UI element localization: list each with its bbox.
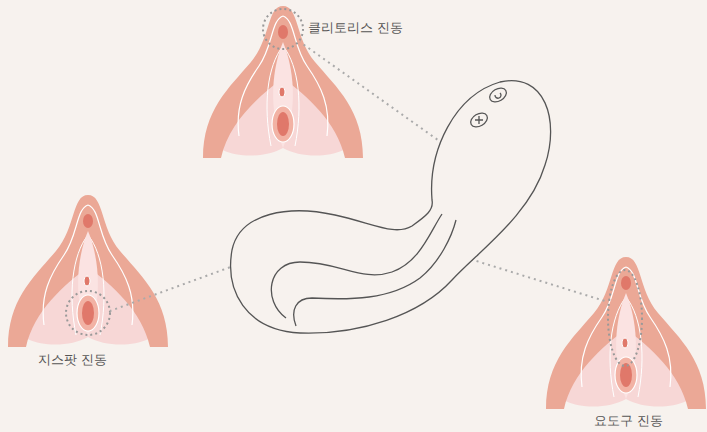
anatomy-left	[8, 195, 168, 347]
caption-label: 요도구 진동	[592, 413, 665, 429]
focus-circle	[263, 9, 303, 49]
anatomy-right	[546, 257, 706, 409]
focus-ellipse	[608, 270, 642, 366]
focus-circle	[66, 291, 110, 335]
caption-label: 클리토리스 진동	[306, 20, 405, 36]
caption-label: 지스팟 진동	[36, 352, 109, 368]
device-outline	[231, 81, 551, 333]
leader-line	[300, 42, 452, 150]
